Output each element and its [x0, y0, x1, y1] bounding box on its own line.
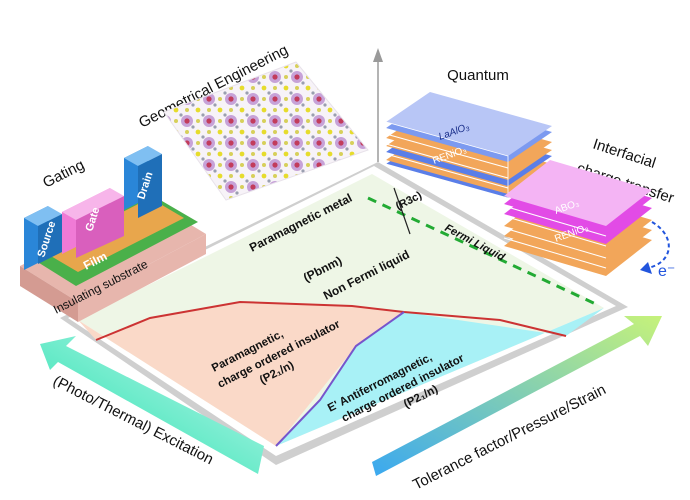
- lattice-structure-image: [163, 61, 369, 201]
- fermi-liquid-boundary: [367, 196, 601, 308]
- electron-transfer-arrow: [647, 221, 670, 269]
- gating-device: Gating Source Gate Drain Film Insulating…: [20, 146, 206, 322]
- stack-line-3: [385, 153, 509, 189]
- interface-line-3: [503, 227, 607, 259]
- quantum-confinement: Quantum confinement LaAlO₃ RENiO₃: [385, 67, 552, 199]
- paramagnetic-insulator-region: [78, 302, 404, 446]
- interface-line-2: [503, 215, 607, 247]
- gate-electrode-top: [62, 188, 124, 220]
- substrate-front: [78, 234, 206, 322]
- quantum-title-line1: Quantum: [447, 67, 509, 84]
- substrate-side: [20, 266, 78, 322]
- vertical-axis-arrowhead: [373, 48, 383, 62]
- drain-electrode-side: [138, 154, 162, 218]
- antiferromagnetic-insulator-region: [276, 308, 604, 446]
- interfacial-charge-transfer: Interfacial charge transfer ABO₃ RENiO₃ …: [503, 136, 676, 280]
- abo-top-face: [504, 160, 652, 226]
- excitation-arrow-shape: [40, 336, 264, 474]
- drain-electrode-top: [124, 146, 162, 166]
- source-electrode-side: [38, 214, 62, 264]
- interface-line-1: [503, 205, 607, 237]
- r3c-boundary: [393, 187, 411, 235]
- stack-line-2: [385, 143, 509, 179]
- source-electrode-top: [24, 206, 62, 226]
- tolerance-arrow-shape: [372, 316, 662, 476]
- gating-title: Gating: [40, 156, 87, 191]
- electron-label: e⁻: [658, 263, 675, 280]
- electron-transfer-arrowhead: [640, 262, 652, 274]
- stack-line-1: [385, 133, 509, 169]
- gate-electrode-side: [76, 196, 124, 258]
- afm-boundary-line: [275, 311, 405, 447]
- interface-line-4: [503, 237, 607, 269]
- stack-front-edge: [385, 121, 509, 199]
- insulator-boundary-line: [95, 300, 567, 341]
- geometrical-engineering: Geometrical Engineering: [136, 41, 369, 201]
- lao-top-face: [386, 92, 552, 156]
